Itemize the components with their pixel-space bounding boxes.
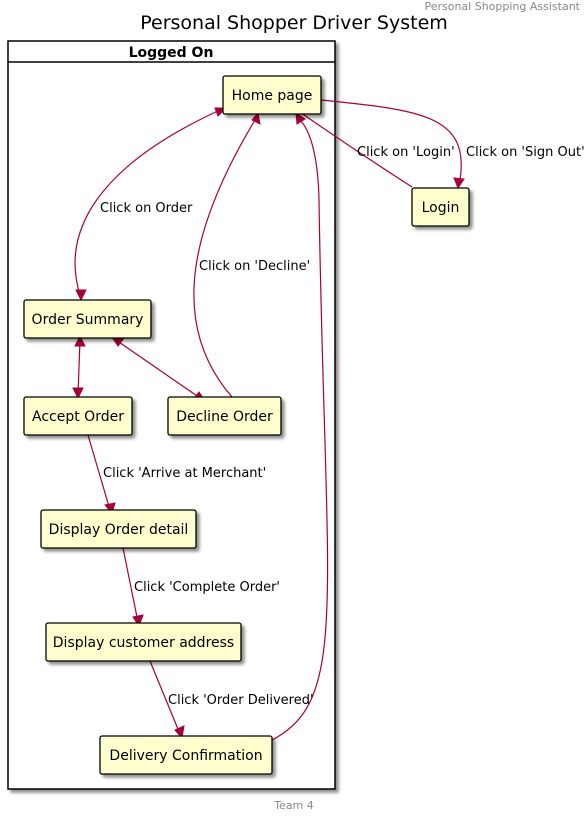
arrowhead <box>74 334 86 347</box>
node-order-summary: Order Summary <box>23 299 152 339</box>
arrowhead <box>453 177 465 190</box>
edge-decline-to-home <box>193 111 261 398</box>
container-title: Logged On <box>129 45 214 61</box>
node-label: Home page <box>232 88 313 104</box>
node-decline-order: Decline Order <box>167 396 282 436</box>
node-label: Login <box>422 200 460 216</box>
arrowhead <box>72 387 84 400</box>
node-label: Order Summary <box>32 312 144 328</box>
edge-order-summary-accept <box>72 334 86 400</box>
edge-delivery-to-home <box>271 112 329 741</box>
arrowhead <box>295 112 306 125</box>
node-label: Decline Order <box>176 409 273 425</box>
node-label: Display Order detail <box>49 522 189 538</box>
node-login: Login <box>411 187 470 227</box>
edge-label-click-order: Click on Order <box>100 201 193 216</box>
edge-label-arrive-merchant: Click 'Arrive at Merchant' <box>103 466 266 481</box>
edge-label-click-login: Click on 'Login' <box>357 145 455 160</box>
edge-label-click-sign-out: Click on 'Sign Out' <box>466 145 585 160</box>
arrowhead <box>251 111 261 125</box>
edge-address-to-delivery <box>149 660 185 740</box>
node-display-customer-address: Display customer address <box>45 622 242 662</box>
arrowhead <box>132 614 144 628</box>
arrowhead <box>174 725 185 740</box>
node-home-page: Home page <box>222 75 322 115</box>
arrowhead <box>75 289 87 302</box>
node-display-order-detail: Display Order detail <box>40 509 197 549</box>
footer-note: Team 4 <box>274 799 314 812</box>
edge-label-click-decline: Click on 'Decline' <box>199 259 310 274</box>
node-accept-order: Accept Order <box>23 396 133 436</box>
edge-label-complete-order: Click 'Complete Order' <box>134 580 280 595</box>
edge-detail-to-address <box>122 547 144 628</box>
node-label: Delivery Confirmation <box>109 748 262 764</box>
edge-label-order-delivered: Click 'Order Delivered' <box>168 693 314 708</box>
node-label: Accept Order <box>32 409 124 425</box>
page-title: Personal Shopper Driver System <box>140 12 448 34</box>
node-label: Display customer address <box>53 635 234 651</box>
header-note: Personal Shopping Assistant <box>424 0 580 13</box>
edge-home-to-login <box>320 99 465 190</box>
node-delivery-confirmation: Delivery Confirmation <box>99 735 273 775</box>
